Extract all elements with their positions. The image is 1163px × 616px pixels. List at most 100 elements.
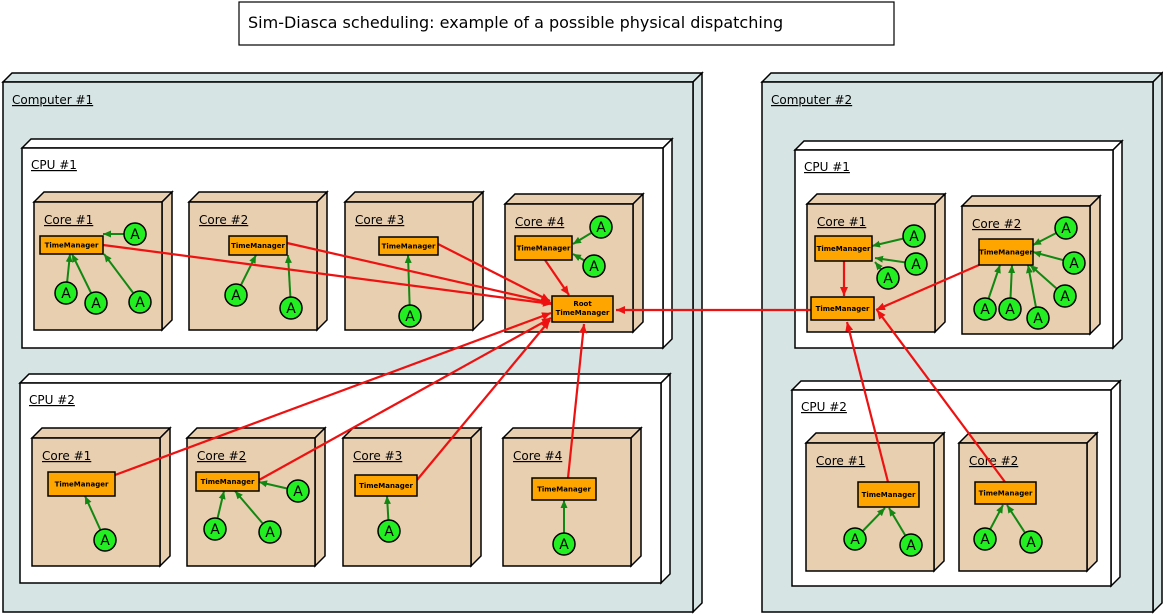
agent-label: A — [100, 533, 110, 549]
agent-5: A — [224, 283, 248, 307]
diagram-title: Sim-Diasca scheduling: example of a poss… — [238, 1, 895, 46]
time-manager-c2p2k1: TimeManager — [857, 481, 920, 508]
time-manager-link — [876, 309, 1006, 483]
agent-16: A — [902, 224, 926, 248]
agent-label: A — [559, 537, 569, 553]
computer-1-cpu-2-core-1-label: Core #1 — [42, 449, 91, 463]
computer-1-side-face — [692, 71, 703, 614]
agent-circle — [998, 297, 1022, 321]
time-manager-c1p2k2: TimeManager — [195, 471, 260, 492]
computer-2-top-face — [760, 72, 1163, 83]
agent-label: A — [293, 484, 303, 500]
agent-circle — [54, 281, 78, 305]
time-manager-box — [974, 481, 1037, 505]
agent-circle — [279, 296, 303, 320]
time-manager-label: TimeManager — [862, 491, 916, 499]
computer-1-cpu-2-core-4-label: Core #4 — [513, 449, 562, 463]
agent-25: A — [843, 527, 867, 551]
agent-circle — [904, 252, 928, 276]
time-manager-box — [810, 296, 875, 321]
agent-label: A — [130, 227, 140, 243]
time-manager-box — [814, 235, 873, 262]
agent-circle — [84, 291, 108, 315]
time-manager-label: TimeManager — [979, 249, 1033, 257]
computer-1-cpu-1-core-4-label: Core #4 — [515, 215, 564, 229]
agent-4: A — [128, 290, 152, 314]
agent-label: A — [1033, 311, 1043, 327]
agent-circle — [286, 479, 310, 503]
time-manager-link — [416, 319, 551, 481]
computer-1-cpu-1-core-1-top-face — [32, 191, 174, 203]
agent-label: A — [909, 229, 919, 245]
agent-7: A — [398, 304, 422, 328]
computer-2-cpu-1-core-1-side-face — [934, 192, 946, 334]
agent-label: A — [1061, 221, 1071, 237]
agent-circle — [899, 533, 923, 557]
title-text: Sim-Diasca scheduling: example of a poss… — [248, 13, 783, 32]
agent-label: A — [405, 309, 415, 325]
agent-circle — [973, 527, 997, 551]
agent-label: A — [1069, 256, 1079, 272]
time-manager-label: TimeManager — [45, 242, 99, 250]
computer-1-cpu-1-core-2-label: Core #2 — [199, 213, 248, 227]
time-manager-label: TimeManager — [517, 245, 571, 253]
computer-1-cpu-2-core-3-label: Core #3 — [353, 449, 402, 463]
agent-2: A — [54, 281, 78, 305]
agent-label: A — [210, 522, 220, 538]
agent-circle — [1054, 216, 1078, 240]
agent-circle — [1053, 284, 1077, 308]
time-manager-box — [857, 481, 920, 508]
agent-circle — [258, 520, 282, 544]
time-manager-link — [566, 323, 588, 479]
agent-17: A — [876, 266, 900, 290]
time-manager-c1p1k4: TimeManager — [514, 235, 573, 261]
agent-18: A — [904, 252, 928, 276]
agent-circle — [1026, 306, 1050, 330]
agent-circle — [1019, 530, 1043, 554]
agent-label: A — [911, 257, 921, 273]
computer-1-cpu-2-core-1-side-face — [159, 426, 171, 568]
computer-2-cpu-1-side-face — [1112, 139, 1123, 350]
computer-2-cpu-1-core-2-side-face — [1089, 194, 1101, 336]
agent-circle — [203, 517, 227, 541]
agent-circle — [552, 532, 576, 556]
time-manager-box — [195, 471, 260, 492]
agent-circle — [876, 266, 900, 290]
time-manager-label: TimeManager — [55, 481, 109, 489]
agent-8: A — [589, 215, 613, 239]
agent-20: A — [1062, 251, 1086, 275]
agent-label: A — [1060, 289, 1070, 305]
time-manager-link — [114, 311, 552, 477]
computer-1-cpu-1-core-3-label: Core #3 — [355, 213, 404, 227]
time-manager-box — [47, 471, 116, 497]
time-manager-box — [228, 235, 288, 256]
computer-1-label: Computer #1 — [12, 93, 93, 107]
agent-label: A — [265, 525, 275, 541]
time-manager-c2p1k1b: TimeManager — [810, 296, 875, 321]
agent-circle — [589, 215, 613, 239]
agent-3: A — [84, 291, 108, 315]
computer-1-cpu-1-core-3-top-face — [343, 191, 485, 203]
time-manager-c2p1k1: TimeManager — [814, 235, 873, 262]
agent-circle — [902, 224, 926, 248]
agent-circle — [582, 254, 606, 278]
agent-label: A — [980, 302, 990, 318]
time-manager-link — [102, 243, 553, 307]
time-manager-box — [39, 235, 104, 255]
computer-1-cpu-2-core-2-label: Core #2 — [197, 449, 246, 463]
agent-11: A — [286, 479, 310, 503]
agent-label: A — [883, 271, 893, 287]
computer-1-cpu-1-core-3-side-face — [472, 190, 484, 332]
time-manager-c1p1k2: TimeManager — [228, 235, 288, 256]
agent-15: A — [552, 532, 576, 556]
title-box — [238, 1, 895, 46]
computer-1-cpu-1-core-1-side-face — [161, 190, 173, 332]
computer-2-cpu-2-core-2-top-face — [957, 432, 1099, 444]
computer-2-cpu-1-core-2-top-face — [960, 195, 1102, 207]
time-manager-link — [437, 243, 551, 302]
agent-label: A — [61, 286, 71, 302]
time-manager-c1p1k1: TimeManager — [39, 235, 104, 255]
agent-label: A — [384, 524, 394, 540]
root-time-manager-label-line-1: Root — [573, 300, 592, 308]
